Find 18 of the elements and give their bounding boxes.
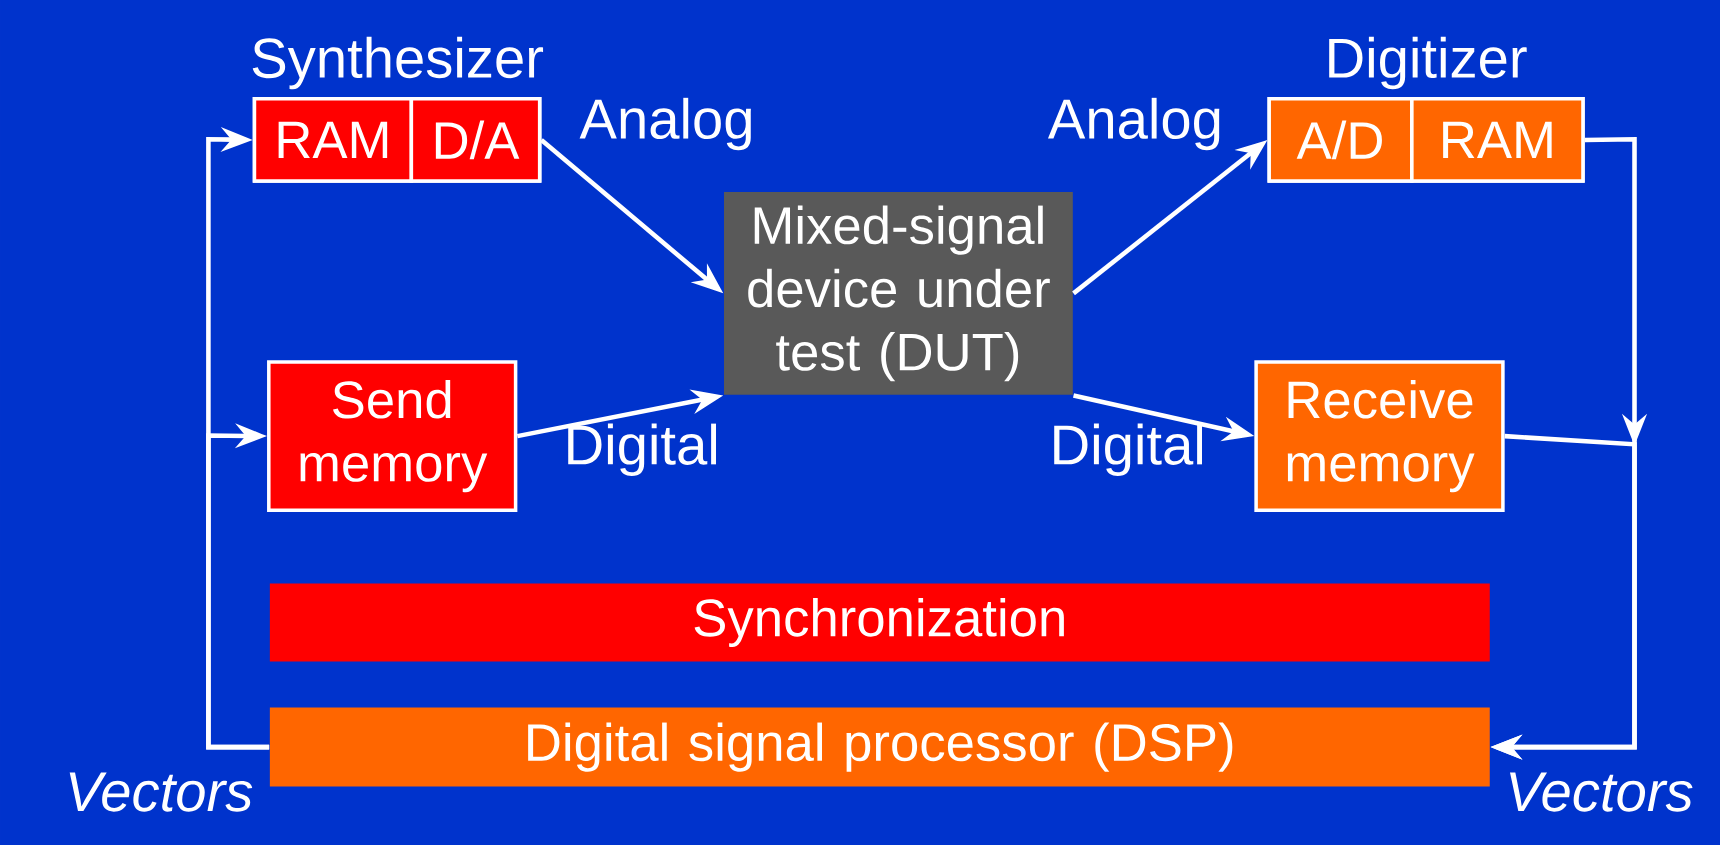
edge-label: Digital xyxy=(568,423,716,477)
node-label: Digitizer xyxy=(1329,36,1527,90)
synchronization-bar: Synchronization xyxy=(269,583,1490,662)
converter-block: A/D xyxy=(1267,97,1414,183)
processor-bar: Digital signal processor (DSP) xyxy=(269,707,1490,787)
ram-block: RAM xyxy=(252,97,414,183)
memory-box: Receive memory xyxy=(1254,360,1505,512)
edge-label: Analog xyxy=(1047,97,1220,151)
vectors-label: Vectors xyxy=(1510,772,1693,812)
arrow xyxy=(206,423,270,750)
node-label: Synthesizer xyxy=(252,36,544,90)
converter-block: D/A xyxy=(409,97,542,183)
device-box: Mixed-signal device under test (DUT) xyxy=(724,191,1073,395)
memory-box: Send memory xyxy=(267,360,518,512)
ram-block: RAM xyxy=(1410,97,1585,183)
edge-label: Analog xyxy=(579,97,751,151)
vectors-label: Vectors xyxy=(69,772,253,812)
edge-label: Digital xyxy=(1054,423,1202,477)
